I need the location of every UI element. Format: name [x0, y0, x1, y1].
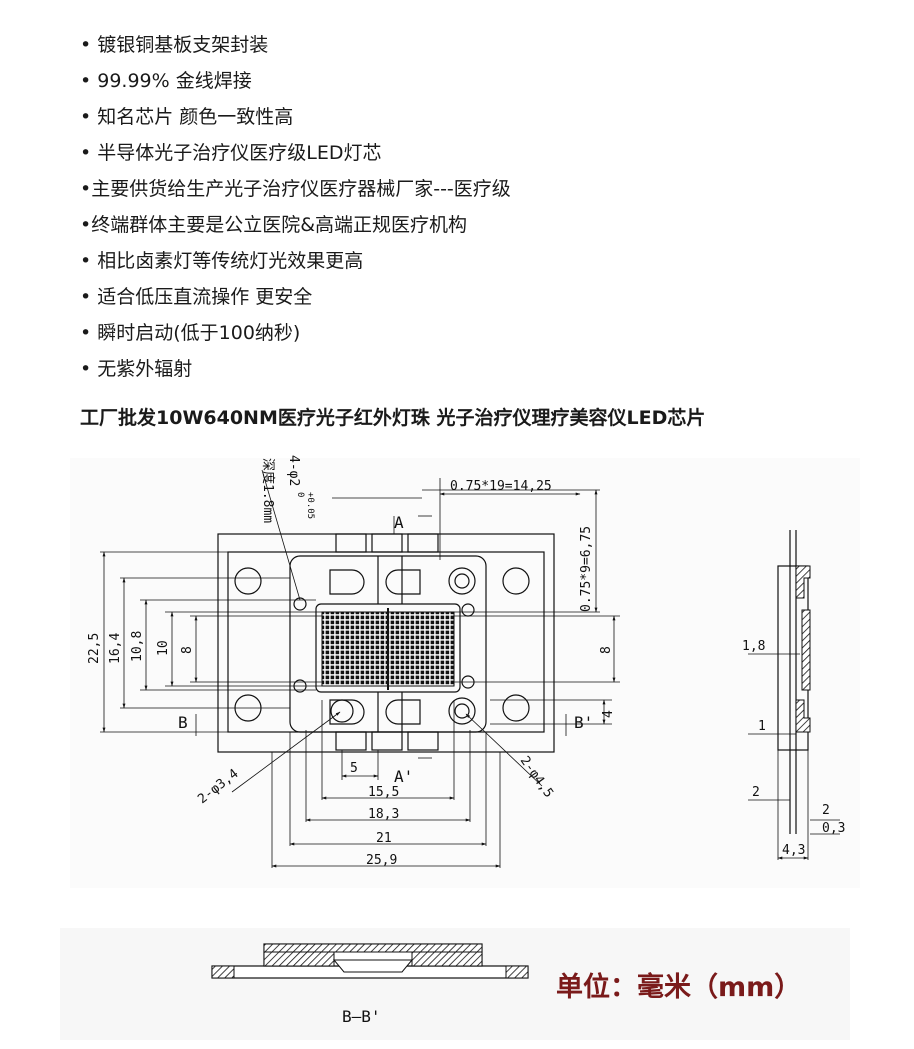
section-b-left: B — [178, 713, 188, 732]
section-a-bottom: A' — [394, 767, 413, 786]
dim-10: 10 — [156, 640, 171, 656]
pitch-horizontal: 0.75*19=14,25 — [450, 479, 552, 494]
dim-5: 5 — [350, 761, 358, 776]
hole-depth-note: 深度1.8mm — [260, 458, 276, 523]
side-dim-2b: 2 — [822, 803, 830, 818]
side-dim-2a: 2 — [752, 785, 760, 800]
dim-4: 4 — [601, 710, 616, 718]
dim-8-left: 8 — [180, 646, 195, 654]
section-b-right: B' — [574, 713, 593, 732]
feature-item: • 知名芯片 颜色一致性高 — [80, 106, 294, 128]
section-a-top: A — [394, 513, 404, 532]
unit-label: 单位：毫米（mm） — [556, 971, 801, 1003]
feature-item: • 半导体光子治疗仪医疗级LED灯芯 — [80, 142, 382, 164]
section-caption: B—B' — [342, 1007, 381, 1026]
side-dim-1: 1 — [758, 719, 766, 734]
dim-21: 21 — [376, 831, 392, 846]
feature-item: •终端群体主要是公立医院&高端正规医疗机构 — [80, 214, 468, 236]
dim-25-9: 25,9 — [366, 853, 397, 868]
side-dim-1-8: 1,8 — [742, 639, 765, 654]
hole-note: 4-φ2 — [286, 455, 301, 486]
hole-tolerance-lower: 0 — [295, 492, 305, 497]
side-dim-0-3: 0,3 — [822, 821, 845, 836]
pitch-vertical: 0.75*9=6,75 — [579, 526, 594, 612]
hole-tolerance-upper: +0.05 — [305, 492, 315, 519]
feature-item: • 99.99% 金线焊接 — [80, 70, 252, 92]
dim-18-3: 18,3 — [368, 807, 399, 822]
dim-8-right: 8 — [599, 646, 614, 654]
feature-list: • 镀银铜基板支架封装 • 99.99% 金线焊接 • 知名芯片 颜色一致性高 … — [80, 30, 511, 390]
dim-22-5: 22,5 — [87, 633, 102, 664]
feature-item: • 相比卤素灯等传统灯光效果更高 — [80, 250, 364, 272]
dim-15-5: 15,5 — [368, 785, 399, 800]
side-dim-4-3: 4,3 — [782, 843, 805, 858]
feature-item: •主要供货给生产光子治疗仪医疗器械厂家---医疗级 — [80, 178, 511, 200]
product-headline: 工厂批发10W640NM医疗光子红外灯珠 光子治疗仪理疗美容仪LED芯片 — [80, 407, 706, 429]
dim-10-8: 10,8 — [130, 631, 145, 662]
feature-item: • 镀银铜基板支架封装 — [80, 34, 269, 56]
feature-item: • 适合低压直流操作 更安全 — [80, 286, 313, 308]
feature-item: • 瞬时启动(低于100纳秒) — [80, 322, 301, 344]
dim-16-4: 16,4 — [108, 633, 123, 664]
feature-item: • 无紫外辐射 — [80, 358, 193, 380]
drawing-panel — [70, 458, 860, 888]
